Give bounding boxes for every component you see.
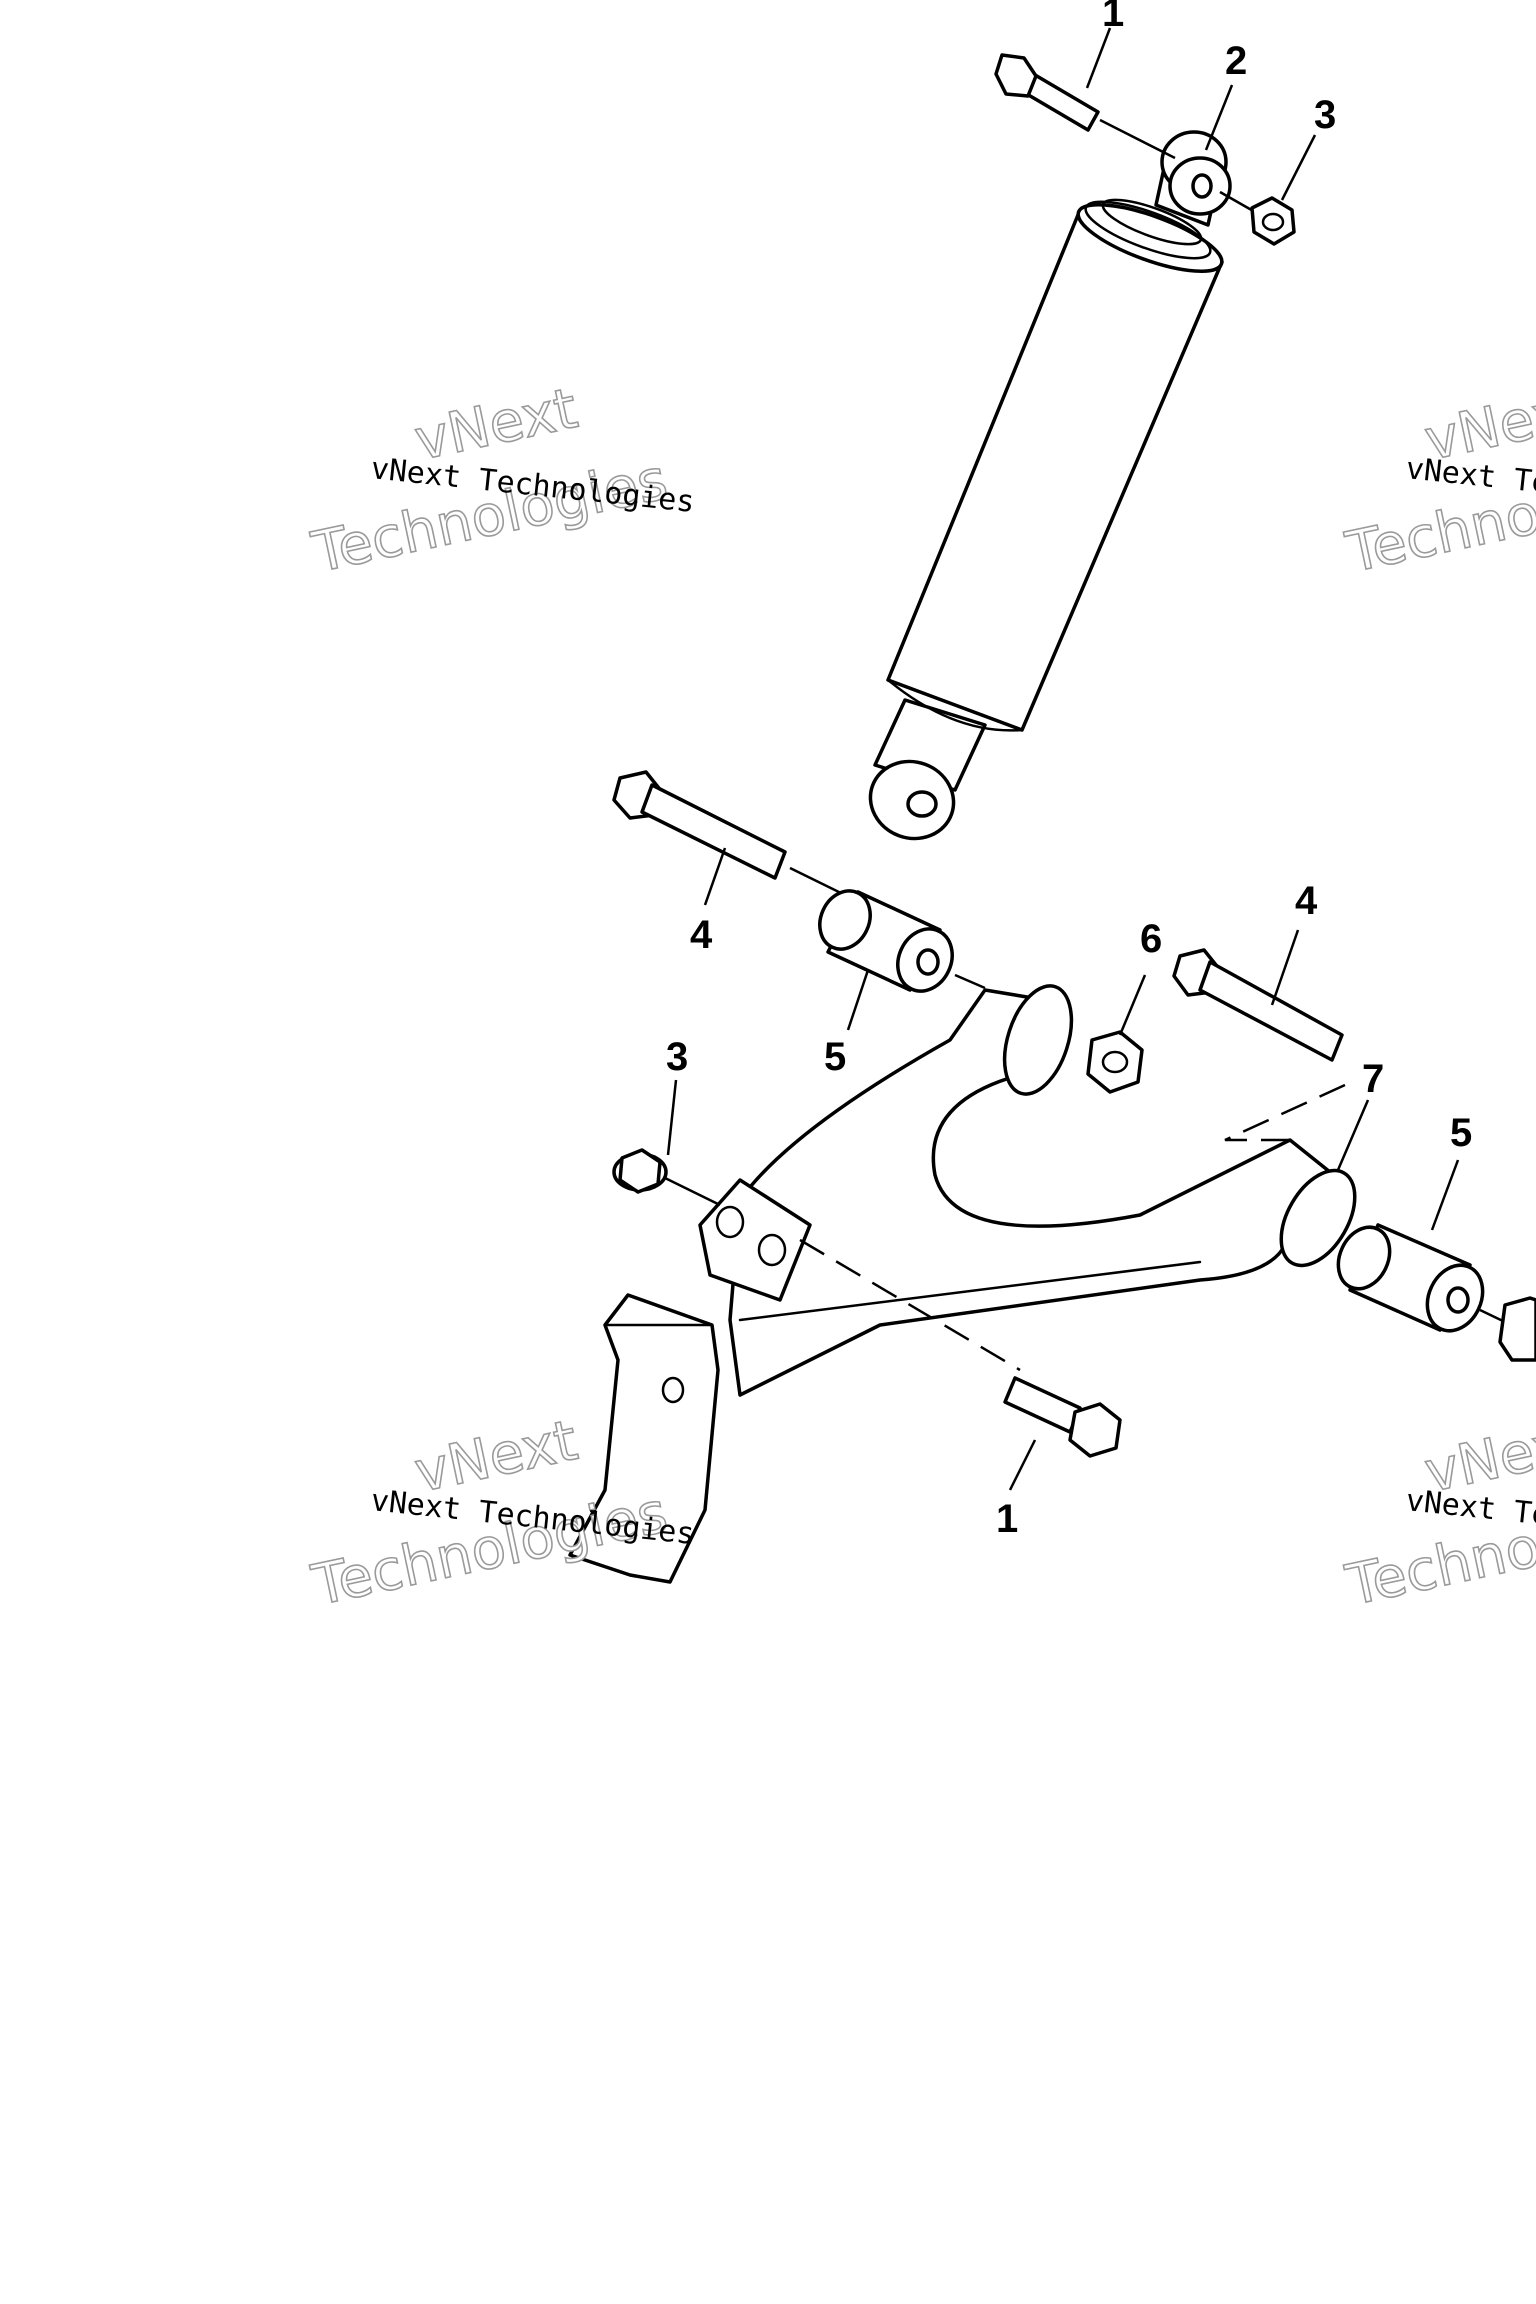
watermark-upper-left: vNext Technologies vNext Technologies [306,375,697,586]
shock-absorber [868,130,1232,841]
callout-1-top: 1 [1102,0,1124,35]
watermark-lower-right: vNext Technologies vNext Technologies [1340,1407,1536,1619]
control-arm [568,984,1357,1584]
leader-lines [666,27,1460,1491]
callout-2-top: 2 [1225,39,1247,83]
callout-7: 7 [1362,1057,1384,1101]
bolt-top [994,53,1176,160]
bolt-bottom [1003,1376,1122,1458]
callout-5-left: 5 [824,1035,846,1079]
callout-3-top: 3 [1314,93,1336,137]
callout-1-bottom: 1 [996,1497,1018,1541]
callout-5-right: 5 [1450,1111,1472,1155]
callout-4-right: 4 [1295,879,1318,923]
callouts: 1 2 3 4 5 6 4 7 3 5 1 [666,0,1472,1541]
svg-text:vNext: vNext [409,1408,583,1506]
bolt-right [1172,948,1344,1062]
bushing-right [1336,1223,1536,1362]
nut-6 [1086,1030,1144,1094]
nut-top [1219,190,1296,246]
bolt-left [612,770,846,897]
watermark-upper-right: vNext Technologies vNext Technologies [1340,375,1536,586]
callout-4-left: 4 [690,913,713,957]
callout-3-left: 3 [666,1035,688,1079]
centerline-7 [1224,1083,1346,1142]
bushing-left [818,889,986,993]
nut-left [612,1148,721,1207]
callout-6: 6 [1140,917,1162,961]
